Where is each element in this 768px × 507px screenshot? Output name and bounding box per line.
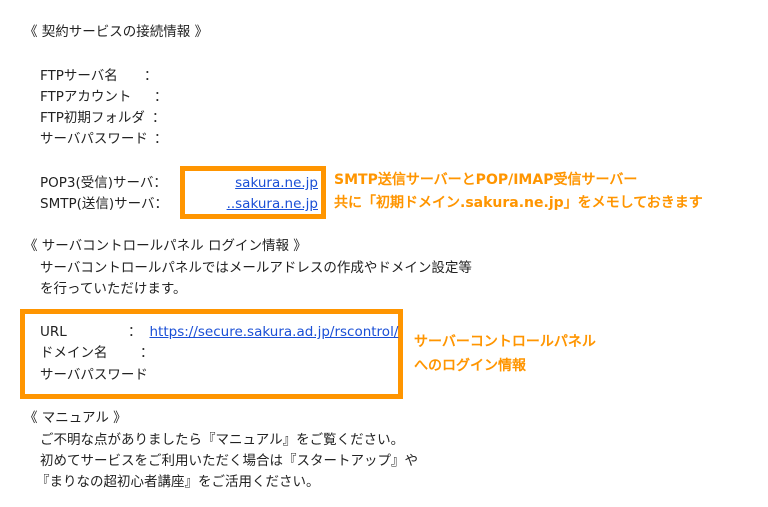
row-label: FTPアカウント: [40, 89, 132, 105]
control-panel-password-row: サーバパスワード: [40, 365, 148, 385]
row-sep: ：: [140, 345, 154, 361]
smtp-server-value: ..sakura.ne.jp: [190, 194, 318, 214]
server-password-row: サーバパスワード ：: [40, 129, 168, 149]
login-annotation-line2: へのログイン情報: [414, 358, 526, 374]
login-annotation-line1: サーバーコントロールパネル: [414, 334, 596, 350]
smtp-server-label: SMTP(送信)サーバ：: [40, 196, 169, 212]
manual-line3: 『まりなの超初心者講座』をご活用ください。: [36, 474, 320, 490]
manual-line2: 初めてサービスをご利用いただく場合は『スタートアップ』や: [40, 453, 418, 469]
server-annotation-line1: SMTP送信サーバーとPOP/IMAP受信サーバー: [334, 172, 638, 188]
control-panel-description-line1: サーバコントロールパネルではメールアドレスの作成やドメイン設定等: [40, 260, 472, 276]
ftp-initial-folder-row: FTP初期フォルダ ：: [40, 108, 166, 128]
row-label: サーバパスワード: [40, 367, 148, 383]
section-heading-connection-info: 《 契約サービスの接続情報 》: [24, 24, 209, 40]
ftp-account-row: FTPアカウント ：: [40, 87, 168, 107]
row-label: FTP初期フォルダ: [40, 110, 145, 126]
control-panel-description-line2: を行っていただけます。: [40, 281, 187, 297]
server-annotation-line2: 共に「初期ドメイン.sakura.ne.jp」をメモしておきます: [334, 195, 703, 211]
pop3-server-link[interactable]: sakura.ne.jp: [235, 175, 318, 191]
row-label: URL: [40, 324, 67, 340]
login-info-highlight-box: [20, 309, 403, 399]
row-sep: ：: [154, 131, 168, 147]
row-sep: ：: [128, 324, 142, 340]
smtp-server-link[interactable]: ..sakura.ne.jp: [226, 196, 318, 212]
domain-name-row: ドメイン名 ：: [40, 343, 154, 363]
row-label: サーバパスワード: [40, 131, 148, 147]
pop3-server-label: POP3(受信)サーバ：: [40, 175, 167, 191]
control-panel-url-link[interactable]: https://secure.sakura.ad.jp/rscontrol/: [149, 324, 399, 340]
manual-line1: ご不明な点がありましたら『マニュアル』をご覧ください。: [40, 432, 405, 448]
row-sep: ：: [144, 68, 158, 84]
section-heading-manual: 《 マニュアル 》: [24, 410, 127, 426]
url-row: URL ： https://secure.sakura.ad.jp/rscontro…: [40, 322, 398, 342]
pop3-server-value: sakura.ne.jp: [190, 173, 318, 193]
row-label: FTPサーバ名: [40, 68, 118, 84]
server-highlight-box: [180, 166, 326, 219]
row-label: ドメイン名: [40, 345, 108, 361]
row-sep: ：: [152, 110, 166, 126]
section-heading-control-panel: 《 サーバコントロールパネル ログイン情報 》: [24, 238, 307, 254]
row-sep: ：: [154, 89, 168, 105]
ftp-server-name-row: FTPサーバ名 ：: [40, 66, 158, 86]
